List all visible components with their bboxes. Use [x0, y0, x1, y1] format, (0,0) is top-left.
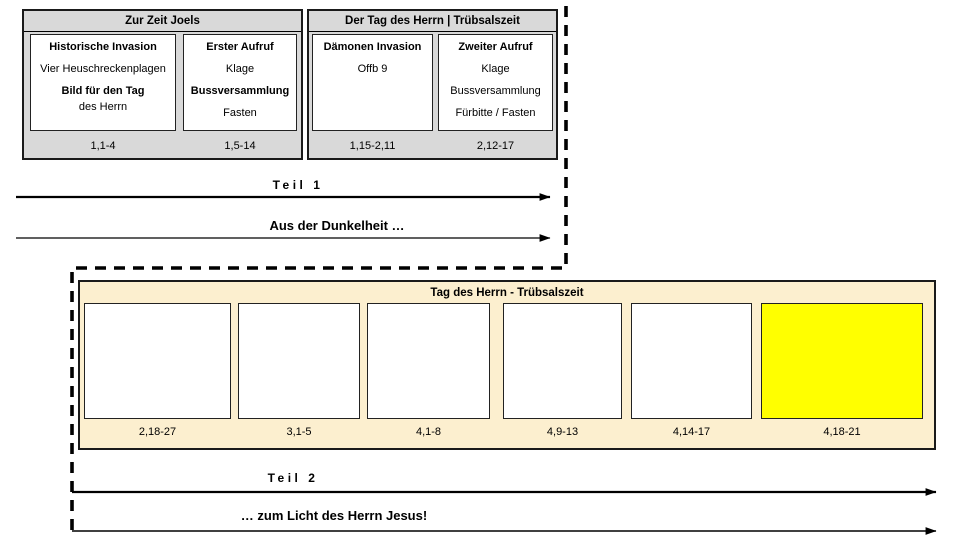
zum-licht-caption: … zum Licht des Herrn Jesus! [240, 508, 428, 523]
panel-row: 2,18-27 3,1-5 4,1-8 4,9-13 4,14-17 4,18-… [80, 303, 934, 438]
verse-ref: 2,12-17 [476, 140, 515, 152]
verse-ref: 1,1-4 [90, 140, 116, 152]
chapter-cell: 2,18-27 [84, 303, 231, 438]
content-line: Klage [225, 63, 255, 75]
content-line: Dämonen Invasion [323, 41, 422, 53]
chapter-cell: 4,14-17 [631, 303, 752, 438]
verse-ref: 1,5-14 [224, 140, 256, 152]
teil1-label: Teil 1 [272, 178, 324, 192]
content-line: Bild für den Tag [61, 85, 145, 97]
column-historische-invasion: Historische Invasion Vier Heuschreckenpl… [30, 34, 176, 152]
chapter-box-highlighted [761, 303, 923, 419]
content-line: Historische Invasion [49, 41, 157, 53]
content-line: Zweiter Aufruf [458, 41, 533, 53]
column-daemonen-invasion: Dämonen Invasion Offb 9 1,15-2,11 [312, 34, 433, 152]
content-line: Offb 9 [357, 63, 388, 75]
verse-ref: 4,18-21 [823, 426, 861, 438]
teil2-label: Teil 2 [267, 471, 319, 485]
content-line: des Herrn [78, 101, 128, 113]
chapter-box [84, 303, 231, 419]
content-box: Dämonen Invasion Offb 9 [312, 34, 433, 131]
panel-tag-des-herrn-truebsalszeit: Tag des Herrn - Trübsalszeit 2,18-27 3,1… [78, 280, 936, 450]
chapter-cell: 4,9-13 [503, 303, 622, 438]
group-body: Historische Invasion Vier Heuschreckenpl… [24, 32, 301, 152]
group-body: Dämonen Invasion Offb 9 1,15-2,11 Zweite… [309, 32, 556, 152]
content-line: Bussversammlung [190, 85, 290, 97]
chapter-cell: 3,1-5 [238, 303, 360, 438]
content-line: Bussversammlung [450, 85, 541, 97]
content-line: Fürbitte / Fasten [455, 107, 536, 119]
verse-ref: 3,1-5 [286, 426, 312, 438]
group-tag-des-herrn: Der Tag des Herrn | Trübsalszeit Dämonen… [307, 9, 558, 160]
group-title: Der Tag des Herrn | Trübsalszeit [309, 11, 556, 32]
aus-der-dunkelheit-caption: Aus der Dunkelheit … [269, 218, 405, 233]
content-line: Vier Heuschreckenplagen [40, 63, 166, 75]
chapter-box [503, 303, 622, 419]
panel-title: Tag des Herrn - Trübsalszeit [430, 287, 584, 299]
content-line: Fasten [223, 107, 257, 119]
content-line: Erster Aufruf [206, 41, 274, 53]
chapter-cell: 4,1-8 [367, 303, 490, 438]
column-zweiter-aufruf: Zweiter Aufruf Klage Bussversammlung Für… [438, 34, 553, 152]
group-title: Zur Zeit Joels [24, 11, 301, 32]
column-erster-aufruf: Erster Aufruf Klage Bussversammlung Fast… [183, 34, 297, 152]
chapter-box [238, 303, 360, 419]
verse-ref: 4,9-13 [546, 426, 579, 438]
content-line: Klage [481, 63, 510, 75]
verse-ref: 1,15-2,11 [349, 140, 396, 152]
content-box: Historische Invasion Vier Heuschreckenpl… [30, 34, 176, 131]
content-box: Zweiter Aufruf Klage Bussversammlung Für… [438, 34, 553, 131]
verse-ref: 4,1-8 [415, 426, 442, 438]
chapter-box [631, 303, 752, 419]
verse-ref: 4,14-17 [672, 426, 711, 438]
chapter-box [367, 303, 490, 419]
verse-ref: 2,18-27 [138, 426, 177, 438]
chapter-cell: 4,18-21 [761, 303, 923, 438]
group-zur-zeit-joels: Zur Zeit Joels Historische Invasion Vier… [22, 9, 303, 160]
content-box: Erster Aufruf Klage Bussversammlung Fast… [183, 34, 297, 131]
